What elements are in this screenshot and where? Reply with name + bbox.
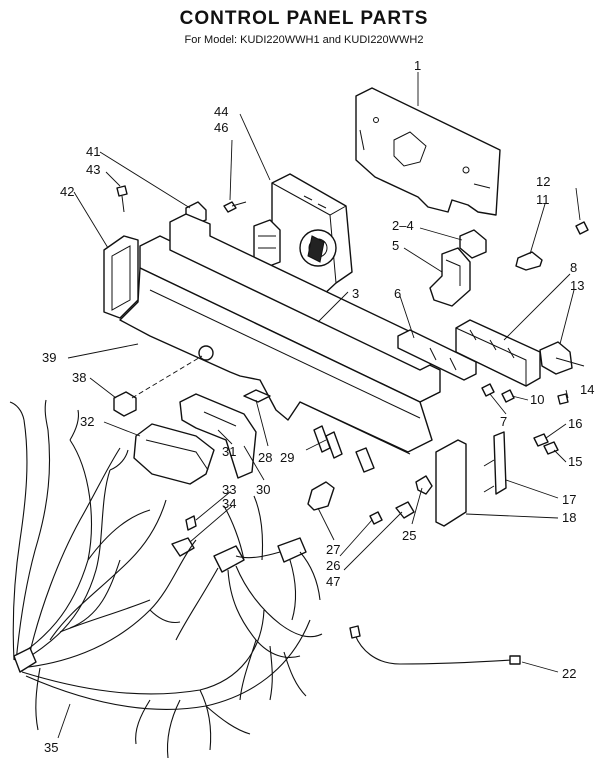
callout-25: 25: [402, 528, 416, 543]
part-35-wiring-harness: [9, 399, 323, 759]
callout-2-4: 2–4: [392, 218, 414, 233]
part-18-end-cap-right: [435, 439, 467, 527]
callout-17: 17: [562, 492, 576, 507]
callout-27: 27: [326, 542, 340, 557]
part-2-4-switch: [459, 229, 487, 259]
part-44-timer-assembly: [253, 173, 353, 297]
part-33-screw: [185, 515, 197, 531]
callout-12: 12: [536, 174, 550, 189]
part-6-rail: [397, 329, 477, 381]
callout-26: 26: [326, 558, 340, 573]
page-title: CONTROL PANEL PARTS: [179, 8, 429, 29]
part-5-switch-lever: [429, 247, 471, 307]
part-14-screw: [557, 393, 569, 405]
callout-11: 11: [536, 192, 550, 207]
callout-8: 8: [570, 260, 577, 275]
callout-29: 29: [280, 450, 294, 465]
part-3-console-panel: [119, 213, 441, 473]
part-1-mounting-plate: [355, 87, 501, 216]
callout-28: 28: [258, 450, 272, 465]
callout-30: 30: [256, 482, 270, 497]
callout-3: 3: [352, 286, 359, 301]
callout-47: 47: [326, 574, 340, 589]
part-16-screw: [533, 433, 549, 447]
callout-18: 18: [562, 510, 576, 525]
callout-38: 38: [72, 370, 86, 385]
callout-22: 22: [562, 666, 576, 681]
callout-46: 46: [214, 120, 228, 135]
part-30-bracket: [179, 393, 257, 479]
part-10-screw: [501, 389, 515, 403]
callout-5: 5: [392, 238, 399, 253]
callout-6: 6: [394, 286, 401, 301]
part-34-clip: [171, 537, 195, 557]
callout-42: 42: [60, 184, 74, 199]
callout-44: 44: [214, 104, 228, 119]
callout-16: 16: [568, 416, 582, 431]
part-7-screw: [481, 383, 495, 397]
leader-dashed-knob: [131, 355, 203, 399]
callout-41: 41: [86, 144, 100, 159]
part-32-housing: [133, 423, 215, 485]
part-22-sensor-wire: [349, 625, 521, 665]
callout-35: 35: [44, 740, 58, 755]
callout-39: 39: [42, 350, 56, 365]
callout-1: 1: [414, 58, 421, 73]
part-43-screw: [116, 185, 128, 213]
part-26-screw: [369, 501, 415, 525]
callout-43: 43: [86, 162, 100, 177]
part-42-end-cap-left: [103, 235, 139, 319]
callout-7: 7: [500, 414, 507, 429]
callout-33: 33: [222, 482, 236, 497]
part-11-clip: [515, 251, 543, 271]
model-subtitle: For Model: KUDI220WWH1 and KUDI220WWH2: [184, 34, 424, 46]
callout-10: 10: [530, 392, 544, 407]
callout-13: 13: [570, 278, 584, 293]
part-38-knob: [113, 391, 137, 417]
part-25-clip: [415, 475, 433, 495]
part-28-clip: [243, 389, 271, 403]
part-17-bracket: [483, 431, 507, 495]
leader-lines: [57, 72, 581, 739]
callout-32: 32: [80, 414, 94, 429]
part-27-button: [307, 481, 335, 511]
part-12-screw: [575, 221, 589, 235]
callout-14: 14: [580, 382, 594, 397]
callout-15: 15: [568, 454, 582, 469]
part-46-screw: [223, 201, 247, 213]
callout-31: 31: [222, 444, 236, 459]
callout-34: 34: [222, 496, 236, 511]
part-13-latch: [539, 341, 585, 375]
